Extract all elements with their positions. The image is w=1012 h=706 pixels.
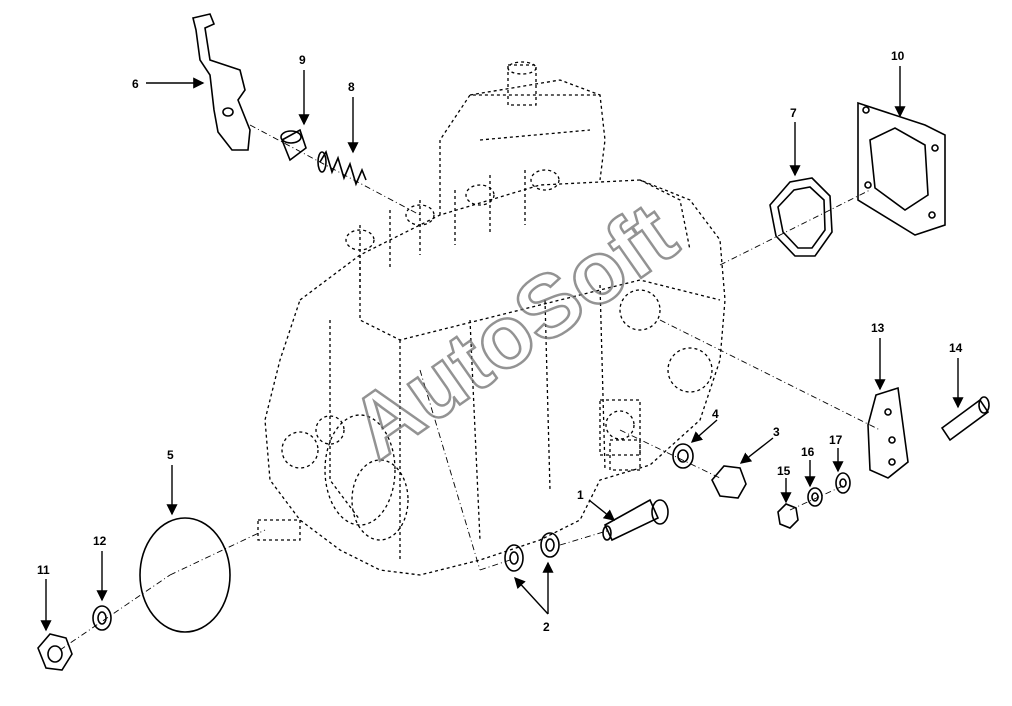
callout-17: 17 xyxy=(829,433,843,447)
part-17-washer xyxy=(835,472,851,494)
part-15-nut xyxy=(777,503,799,529)
callout-16: 16 xyxy=(801,445,815,459)
part-10-cover xyxy=(857,101,946,236)
callout-11: 11 xyxy=(37,563,50,577)
callout-5: 5 xyxy=(167,448,174,462)
part-12-washer xyxy=(92,605,112,631)
callout-2: 2 xyxy=(543,620,550,634)
callout-8: 8 xyxy=(348,80,355,94)
part-16-washer xyxy=(807,487,823,507)
callout-10: 10 xyxy=(891,49,905,63)
callout-arrows xyxy=(40,66,964,632)
callout-15: 15 xyxy=(777,464,791,478)
callout-4: 4 xyxy=(712,407,719,421)
part-8-spring xyxy=(317,150,367,187)
callout-7: 7 xyxy=(790,106,797,120)
callout-6: 6 xyxy=(132,77,139,91)
part-3-plug xyxy=(711,465,747,499)
callout-14: 14 xyxy=(949,341,963,355)
callout-9: 9 xyxy=(299,53,306,67)
part-4-washer xyxy=(672,443,694,469)
callout-12: 12 xyxy=(93,534,107,548)
part-9-collar xyxy=(280,128,307,162)
part-1-bolt xyxy=(602,498,669,542)
callout-13: 13 xyxy=(871,321,885,335)
part-7-gasket xyxy=(769,177,833,257)
part-11-nut xyxy=(37,633,73,671)
part-5-disc xyxy=(139,517,231,633)
part-13-bracket xyxy=(867,386,909,479)
part-2-washers xyxy=(504,532,560,572)
injection-pump-body xyxy=(257,61,726,576)
callout-labels: 6 9 8 7 10 5 12 11 2 1 3 4 13 14 15 16 1… xyxy=(37,49,963,634)
part-6-lever xyxy=(192,13,251,151)
callout-3: 3 xyxy=(773,425,780,439)
part-14-bolt xyxy=(940,396,990,442)
callout-1: 1 xyxy=(577,488,584,502)
